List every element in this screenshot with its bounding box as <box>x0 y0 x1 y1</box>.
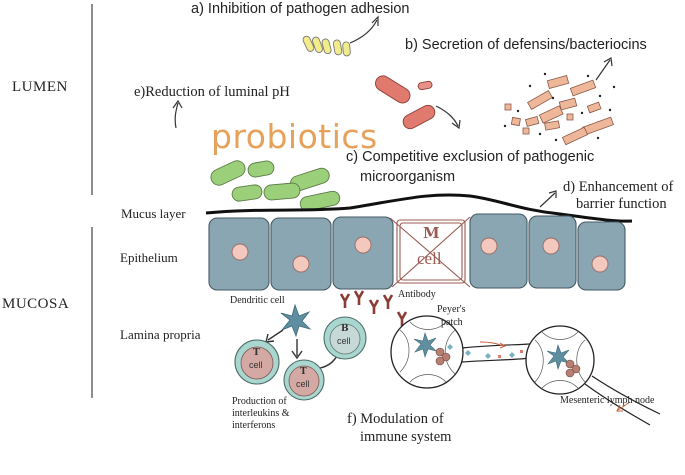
b-cell-word: cell <box>337 336 351 346</box>
mechanism-e-label: e)Reduction of luminal pH <box>134 84 290 100</box>
barrier-arrowhead <box>548 190 557 198</box>
adhesion-arrow <box>349 19 378 44</box>
t-cell-right-word: cell <box>296 379 310 389</box>
dendritic-arrowhead-down <box>291 350 303 360</box>
lamina-propria-label: Lamina propria <box>120 327 201 342</box>
pathogen-bacteria <box>375 75 436 130</box>
t-cell-right-letter: T <box>300 367 307 377</box>
mechanism-d-label-line2: barrier function <box>576 196 667 212</box>
epithelium-label: Epithelium <box>120 250 178 265</box>
m-cell-outline <box>389 216 471 288</box>
m-cell-word: cell <box>417 249 442 268</box>
adhesion-arrowhead <box>371 15 379 26</box>
antibody-label: Antibody <box>398 289 436 300</box>
probiotics-title: probiotics <box>211 117 378 156</box>
production-label-line3: interferons <box>232 420 276 431</box>
b-cell <box>323 316 367 360</box>
mechanism-b-label: b) Secretion of defensins/bacteriocins <box>405 37 647 53</box>
m-cell-letter: M <box>423 224 440 242</box>
barrier-arrow <box>539 192 556 208</box>
probiotic-bacteria <box>210 160 341 212</box>
peyers-patch-label-line2: patch <box>441 317 463 328</box>
pathogen-arrow <box>435 105 459 127</box>
mechanism-c-label-line2: microorganism <box>360 169 456 185</box>
pathogen-arrowhead <box>451 119 461 130</box>
t-cell-left-letter: T <box>253 348 260 358</box>
t-cell-right <box>283 359 325 401</box>
dendritic-arrow-left <box>267 329 284 341</box>
dendritic-cell <box>280 303 312 338</box>
lymph-flow-arrow <box>479 341 505 347</box>
adhesion-bacteria <box>302 35 351 57</box>
epithelial-nuclei <box>231 236 609 273</box>
lymph-flow-arrowhead <box>499 342 507 349</box>
bacteriocin-fragments <box>504 75 614 146</box>
bacteriocin-arrow <box>595 59 611 81</box>
mechanism-c-label-line1: c) Competitive exclusion of pathogenic <box>346 149 595 165</box>
mucus-layer-label: Mucus layer <box>121 206 186 221</box>
mucosa-label: MUCOSA <box>2 296 70 312</box>
antibodies <box>339 290 408 326</box>
lumen-label: LUMEN <box>12 79 68 95</box>
bacteriocin-arrowhead <box>603 57 613 67</box>
production-label-line2: interleukins & <box>232 408 290 419</box>
immune-cells-in-nodes <box>413 331 581 378</box>
t-cell-left-word: cell <box>249 360 263 370</box>
b-cell-letter: B <box>341 324 349 334</box>
mechanism-f-label-line1: f) Modulation of <box>347 411 444 427</box>
ph-arrow <box>174 102 179 129</box>
peyers-patch-label-line1: Peyer's <box>437 304 466 315</box>
mucus-layer-line <box>205 193 633 223</box>
lymph-node-label: Mesenteric lymph node <box>560 395 655 406</box>
bacteriocin-dots <box>503 72 616 142</box>
production-label-line1: Production of <box>232 396 287 407</box>
t-cell-left <box>234 339 280 385</box>
lymph-out-arrowhead <box>616 404 623 412</box>
mechanism-d-label-line1: d) Enhancement of <box>563 179 674 195</box>
dendritic-cell-label: Dendritic cell <box>230 295 285 306</box>
lymph-out-arrow <box>617 401 631 411</box>
ph-arrowhead <box>172 99 183 109</box>
mechanism-a-label: a) Inhibition of pathogen adhesion <box>191 1 410 17</box>
mechanism-f-label-line2: immune system <box>360 429 452 445</box>
